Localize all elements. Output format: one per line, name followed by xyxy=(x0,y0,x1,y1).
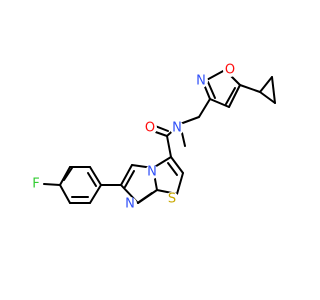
bond xyxy=(166,135,172,158)
bond xyxy=(43,183,61,186)
atom-labels: F N N S O N N O xyxy=(29,63,237,212)
bond xyxy=(207,81,216,99)
bond xyxy=(124,170,135,188)
atom-oxygen-carbonyl: O xyxy=(143,121,157,136)
bond-lines xyxy=(43,69,276,204)
atom-label-o: O xyxy=(225,63,235,78)
atom-label-n: N xyxy=(125,197,135,212)
bond xyxy=(152,156,172,169)
bond xyxy=(167,162,178,176)
molecule-structure: F N N S O N N O xyxy=(29,62,276,212)
atom-label-n: N xyxy=(172,121,182,136)
atom-label-n: N xyxy=(147,165,157,180)
bond xyxy=(209,98,230,108)
bond xyxy=(179,116,200,125)
atom-label-s: S xyxy=(168,192,176,207)
bond xyxy=(63,167,73,181)
bond xyxy=(59,166,71,186)
bond xyxy=(225,87,236,105)
bond xyxy=(89,166,102,186)
atom-label-n: N xyxy=(196,74,206,89)
bond xyxy=(176,172,184,195)
bond xyxy=(59,184,71,204)
bond xyxy=(170,156,184,174)
bond xyxy=(271,76,276,104)
bond xyxy=(138,192,153,203)
bond xyxy=(89,184,102,204)
bond xyxy=(239,84,261,93)
atom-oxygen-isoxazole: O xyxy=(223,63,237,78)
atom-nitrogen-imidazole: N xyxy=(123,197,137,212)
bond xyxy=(259,76,273,93)
atom-nitrogen-isoxazole: N xyxy=(194,74,208,89)
atom-sulfur: S xyxy=(165,192,179,207)
bond xyxy=(259,91,276,104)
atom-fluorine: F xyxy=(29,177,43,192)
atom-label-o: O xyxy=(145,121,155,136)
bond xyxy=(120,164,133,186)
bond xyxy=(198,98,211,118)
atom-nitrogen-bridgehead: N xyxy=(145,165,159,180)
bond xyxy=(87,172,97,187)
atom-nitrogen-amide: N xyxy=(170,121,184,136)
bond xyxy=(228,84,241,108)
atom-label-f: F xyxy=(32,177,39,192)
